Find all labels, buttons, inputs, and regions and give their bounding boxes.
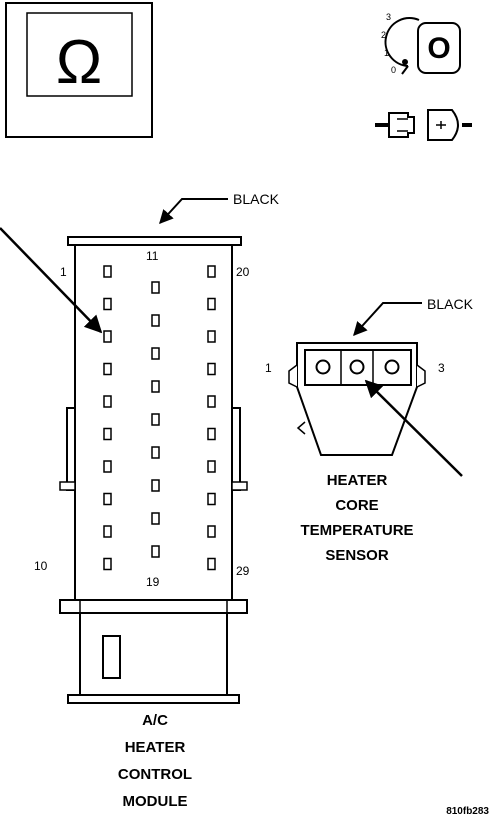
cavity-right (207, 265, 216, 278)
ohmmeter-symbol-icon: Ω (5, 2, 153, 138)
cavity-left (103, 362, 112, 376)
cavity-right (207, 395, 216, 408)
sensor-title-line-2: CORE (335, 497, 378, 514)
key-position-2: 2 (381, 30, 386, 40)
cavity-middle (151, 380, 160, 393)
cavity-left (103, 330, 112, 343)
module-pin-1-label: 1 (60, 265, 67, 279)
sensor-title: HEATER CORE TEMPERATURE SENSOR (300, 472, 413, 564)
module-connector (59, 236, 248, 704)
cavity-right (207, 362, 216, 376)
sensor-pin-pointer-arrow (364, 379, 463, 477)
cavity-right (207, 557, 216, 571)
sensor-title-line-1: HEATER (327, 472, 388, 489)
cavity-middle (151, 281, 160, 294)
sensor-pin-1-label: 1 (265, 361, 272, 375)
module-title-line-4: MODULE (123, 793, 188, 810)
cavity-right (207, 492, 216, 506)
module-title-line-2: HEATER (125, 739, 186, 756)
module-title: A/C HEATER CONTROL MODULE (118, 712, 192, 810)
cavity-left (103, 297, 112, 311)
sensor-title-line-3: TEMPERATURE (300, 522, 413, 539)
cavity-right (207, 297, 216, 311)
cavity-right (207, 460, 216, 473)
module-color-leader (159, 198, 228, 225)
module-pin-11-label: 11 (146, 249, 159, 263)
module-title-line-1: A/C (142, 712, 168, 729)
key-position-3: 3 (386, 12, 391, 22)
cavity-middle (151, 446, 160, 459)
module-color-label: BLACK (233, 191, 280, 207)
sensor-color-leader (353, 302, 422, 337)
key-position-1: 1 (384, 48, 389, 58)
cavity-right (207, 525, 216, 538)
cavity-left (103, 265, 112, 278)
ohm-symbol: Ω (56, 28, 102, 97)
cavity-middle (151, 479, 160, 492)
module-pin-19-label: 19 (146, 575, 160, 589)
key-position-0: 0 (391, 65, 396, 75)
module-pin-20-label: 20 (236, 265, 250, 279)
connector-disconnect-icon (375, 109, 472, 141)
cavity-right (207, 427, 216, 441)
cavity-middle (151, 347, 160, 360)
module-pin-10-label: 10 (34, 559, 48, 573)
cavity-left (103, 395, 112, 408)
cavity-left (103, 525, 112, 538)
sensor-pin-3-label: 3 (438, 361, 445, 375)
sensor-connector (288, 342, 426, 456)
cavity-middle (151, 512, 160, 525)
cavity-left (103, 557, 112, 571)
figure-id: 810fb283 (446, 806, 489, 817)
module-pin-pointer-arrow (0, 227, 103, 334)
ignition-key-icon: 3 2 1 0 O (381, 12, 461, 75)
cavity-right (207, 330, 216, 343)
module-title-line-3: CONTROL (118, 766, 192, 783)
connector-cavities (103, 265, 216, 571)
cavity-middle (151, 314, 160, 327)
cavity-left (103, 460, 112, 473)
cavity-left (103, 427, 112, 441)
module-pin-29-label: 29 (236, 564, 250, 578)
key-letter: O (427, 32, 450, 65)
cavity-middle (151, 413, 160, 426)
cavity-middle (151, 545, 160, 558)
sensor-color-label: BLACK (427, 296, 474, 312)
sensor-title-line-4: SENSOR (325, 547, 389, 564)
cavity-left (103, 492, 112, 506)
